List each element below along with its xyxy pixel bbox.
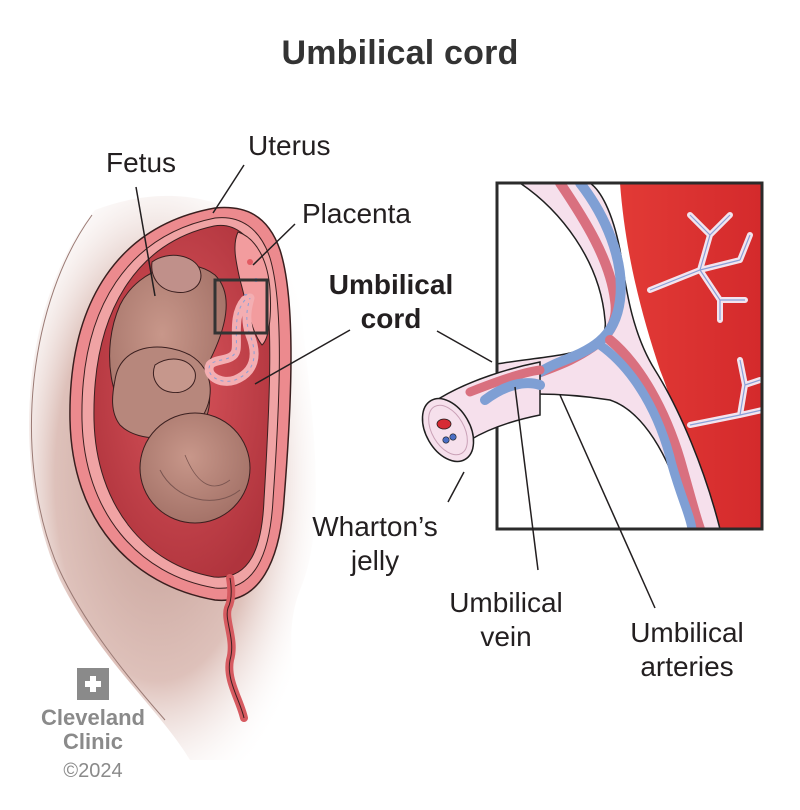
cleveland-clinic-cross-icon bbox=[77, 668, 109, 700]
label-whartons-jelly-line2: jelly bbox=[350, 545, 400, 576]
leader-lines bbox=[135, 164, 656, 609]
page-title: Umbilical cord bbox=[281, 34, 519, 72]
label-whartons-jelly: Wharton’s jelly bbox=[300, 510, 450, 578]
label-uterus: Uterus bbox=[248, 130, 331, 161]
label-fetus: Fetus bbox=[106, 147, 177, 178]
label-umbilical-vein: Umbilical vein bbox=[436, 586, 576, 654]
logo-name-line1: Cleveland bbox=[41, 705, 145, 730]
cleveland-clinic-logo: Cleveland Clinic ©2024 bbox=[38, 668, 148, 784]
inset-magnified-view bbox=[495, 181, 764, 531]
label-umbilical-cord-line2: cord bbox=[360, 303, 422, 334]
umbilical-cord-in-womb bbox=[204, 293, 259, 386]
label-whartons-jelly-line1: Wharton’s bbox=[312, 511, 438, 542]
cord-cross-section bbox=[421, 361, 545, 463]
label-umbilical-arteries-line1: Umbilical bbox=[630, 617, 744, 648]
label-umbilical-arteries-line2: arteries bbox=[640, 651, 734, 682]
label-umbilical-arteries: Umbilical arteries bbox=[612, 616, 762, 684]
detail-highlight-box bbox=[213, 278, 269, 335]
label-placenta: Placenta bbox=[302, 198, 411, 229]
label-umbilical-vein-line2: vein bbox=[480, 621, 532, 652]
label-umbilical-vein-line1: Umbilical bbox=[449, 587, 563, 618]
label-umbilical-cord: Umbilical cord bbox=[316, 268, 466, 336]
fetus bbox=[109, 254, 251, 524]
copyright: ©2024 bbox=[63, 760, 123, 782]
label-umbilical-cord-line1: Umbilical bbox=[328, 269, 454, 300]
logo-name-line2: Clinic bbox=[63, 729, 123, 754]
